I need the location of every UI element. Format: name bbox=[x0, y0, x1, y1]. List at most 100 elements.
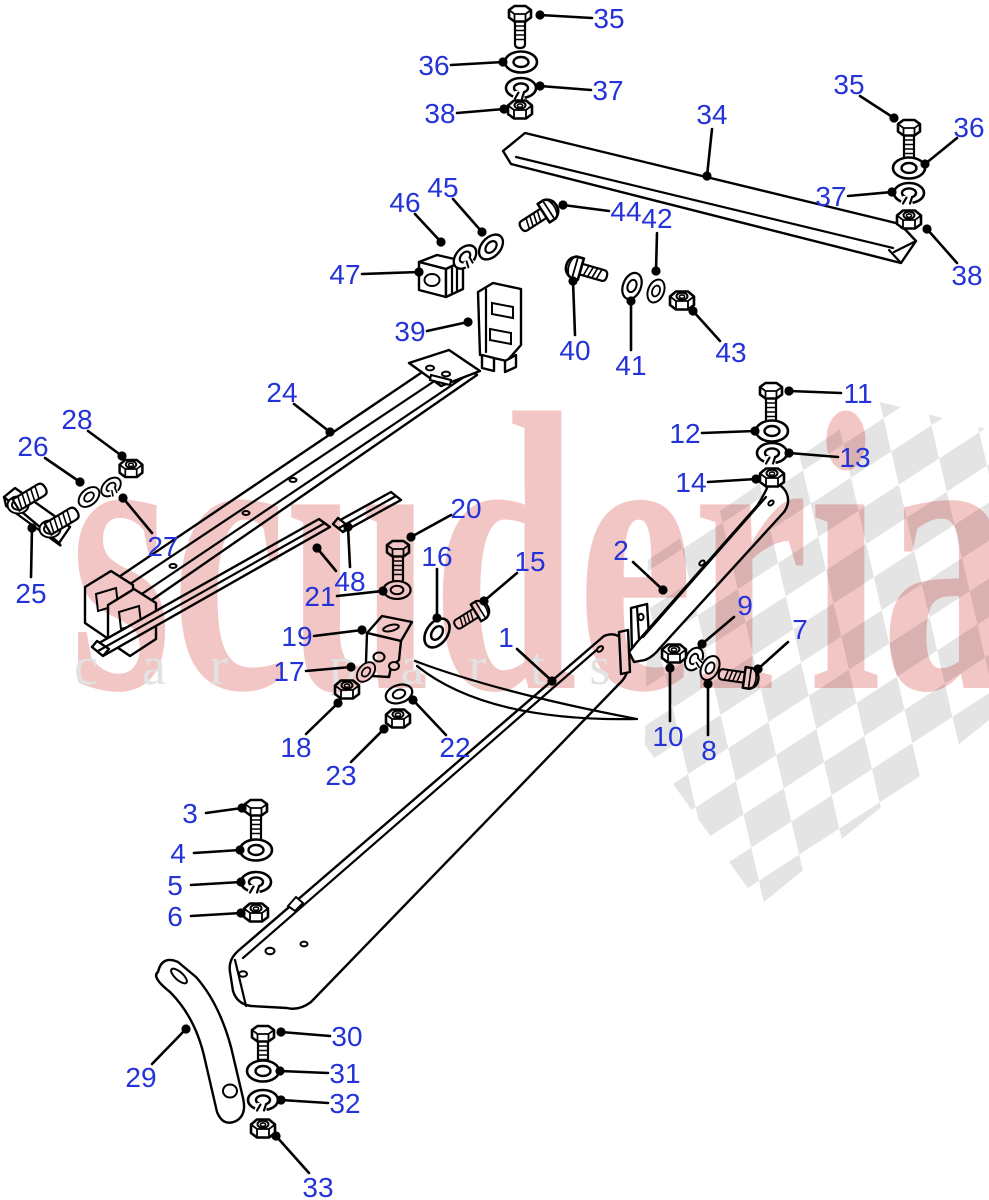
callout-number: 38 bbox=[424, 98, 455, 129]
callout-10: 10 bbox=[652, 663, 684, 752]
callout-23: 23 bbox=[325, 724, 389, 791]
callout-1: 1 bbox=[498, 622, 557, 686]
callout-14: 14 bbox=[675, 467, 761, 498]
callout-number: 22 bbox=[439, 732, 470, 763]
callout-number: 38 bbox=[951, 260, 982, 291]
callout-28: 28 bbox=[61, 404, 127, 461]
watermark-secondary-text: car parts bbox=[74, 636, 654, 696]
callout-31: 31 bbox=[275, 1058, 361, 1089]
part-24-support-rail bbox=[83, 348, 482, 658]
watermark: scuderia car parts bbox=[70, 333, 989, 776]
callout-number: 4 bbox=[170, 838, 186, 869]
callout-20: 20 bbox=[406, 493, 482, 542]
callout-8: 8 bbox=[701, 679, 717, 766]
callout-number: 12 bbox=[669, 418, 700, 449]
callout-29: 29 bbox=[125, 1024, 191, 1093]
callout-32: 32 bbox=[276, 1088, 361, 1119]
callout-number: 40 bbox=[559, 335, 590, 366]
callout-16: 16 bbox=[421, 541, 453, 623]
callout-5: 5 bbox=[167, 870, 246, 901]
callout-number: 34 bbox=[696, 99, 727, 130]
callout-number: 26 bbox=[17, 431, 48, 462]
callout-35: 35 bbox=[833, 69, 899, 123]
callout-number: 44 bbox=[610, 196, 641, 227]
callout-number: 25 bbox=[15, 578, 46, 609]
callout-number: 24 bbox=[266, 377, 297, 408]
callout-number: 6 bbox=[167, 901, 183, 932]
callout-42: 42 bbox=[641, 203, 673, 276]
callout-number: 1 bbox=[498, 622, 514, 653]
fastener-nut-icon bbox=[249, 1118, 277, 1139]
callout-number: 31 bbox=[329, 1058, 360, 1089]
callout-number: 18 bbox=[280, 732, 311, 763]
callout-number: 48 bbox=[334, 566, 365, 597]
callout-number: 8 bbox=[701, 735, 717, 766]
callout-number: 13 bbox=[839, 442, 870, 473]
callout-number: 33 bbox=[302, 1172, 333, 1200]
callout-39: 39 bbox=[394, 316, 473, 347]
callout-number: 28 bbox=[61, 404, 92, 435]
callout-number: 20 bbox=[450, 493, 481, 524]
callout-number: 23 bbox=[325, 760, 356, 791]
callout-number: 27 bbox=[147, 531, 178, 562]
fastener-spring-washer-icon bbox=[892, 181, 926, 206]
callout-number: 37 bbox=[815, 181, 846, 212]
callout-34: 34 bbox=[696, 99, 728, 181]
callout-number: 30 bbox=[331, 1021, 362, 1052]
callout-12: 12 bbox=[669, 418, 760, 449]
callout-number: 46 bbox=[389, 187, 420, 218]
callout-33: 33 bbox=[271, 1131, 334, 1200]
callout-3: 3 bbox=[182, 798, 247, 829]
callout-number: 14 bbox=[675, 467, 706, 498]
callout-35: 35 bbox=[535, 3, 625, 34]
callout-36: 36 bbox=[418, 50, 508, 81]
callout-13: 13 bbox=[784, 442, 871, 473]
callout-number: 43 bbox=[715, 337, 746, 368]
callout-40: 40 bbox=[559, 276, 591, 366]
fastener-spring-washer-icon bbox=[246, 1088, 280, 1113]
part-34-tread-strip bbox=[501, 131, 918, 265]
callout-19: 19 bbox=[281, 621, 367, 652]
callout-4: 4 bbox=[170, 838, 245, 869]
callout-7: 7 bbox=[753, 614, 808, 674]
fastener-nut-icon bbox=[506, 99, 534, 120]
fastener-spring-washer-icon bbox=[504, 76, 538, 101]
callout-46: 46 bbox=[389, 187, 446, 247]
callout-number: 39 bbox=[394, 316, 425, 347]
callout-6: 6 bbox=[167, 901, 246, 932]
callout-45: 45 bbox=[427, 172, 487, 237]
fastener-washer-icon bbox=[238, 838, 274, 862]
fastener-washer-icon bbox=[245, 1059, 281, 1083]
callout-number: 11 bbox=[843, 378, 872, 409]
callout-2: 2 bbox=[613, 535, 668, 595]
callout-26: 26 bbox=[17, 431, 85, 487]
callout-number: 15 bbox=[514, 546, 545, 577]
part-2-finisher-strip bbox=[617, 482, 790, 676]
callout-number: 42 bbox=[641, 203, 672, 234]
callout-number: 19 bbox=[281, 621, 312, 652]
callout-21: 21 bbox=[304, 581, 388, 612]
callout-36: 36 bbox=[920, 112, 985, 169]
callout-41: 41 bbox=[615, 296, 647, 381]
callout-number: 37 bbox=[592, 75, 623, 106]
callout-38: 38 bbox=[922, 224, 983, 291]
callout-number: 29 bbox=[125, 1062, 156, 1093]
callout-number: 47 bbox=[329, 259, 360, 290]
part-29-stay-strap bbox=[154, 958, 246, 1124]
callout-44: 44 bbox=[558, 196, 642, 227]
fastener-nut-icon bbox=[242, 902, 270, 923]
callout-number: 2 bbox=[613, 535, 629, 566]
callout-number: 7 bbox=[792, 614, 808, 645]
fastener-washer-icon bbox=[891, 156, 927, 180]
callout-18: 18 bbox=[280, 698, 343, 763]
fastener-nut-icon bbox=[668, 290, 696, 311]
part-48-packing-strips bbox=[90, 490, 403, 658]
callout-37: 37 bbox=[535, 75, 624, 106]
callout-22: 22 bbox=[408, 695, 471, 763]
fastener-washer-icon bbox=[503, 50, 539, 74]
callout-11: 11 bbox=[784, 378, 873, 409]
callout-48: 48 bbox=[312, 522, 366, 597]
